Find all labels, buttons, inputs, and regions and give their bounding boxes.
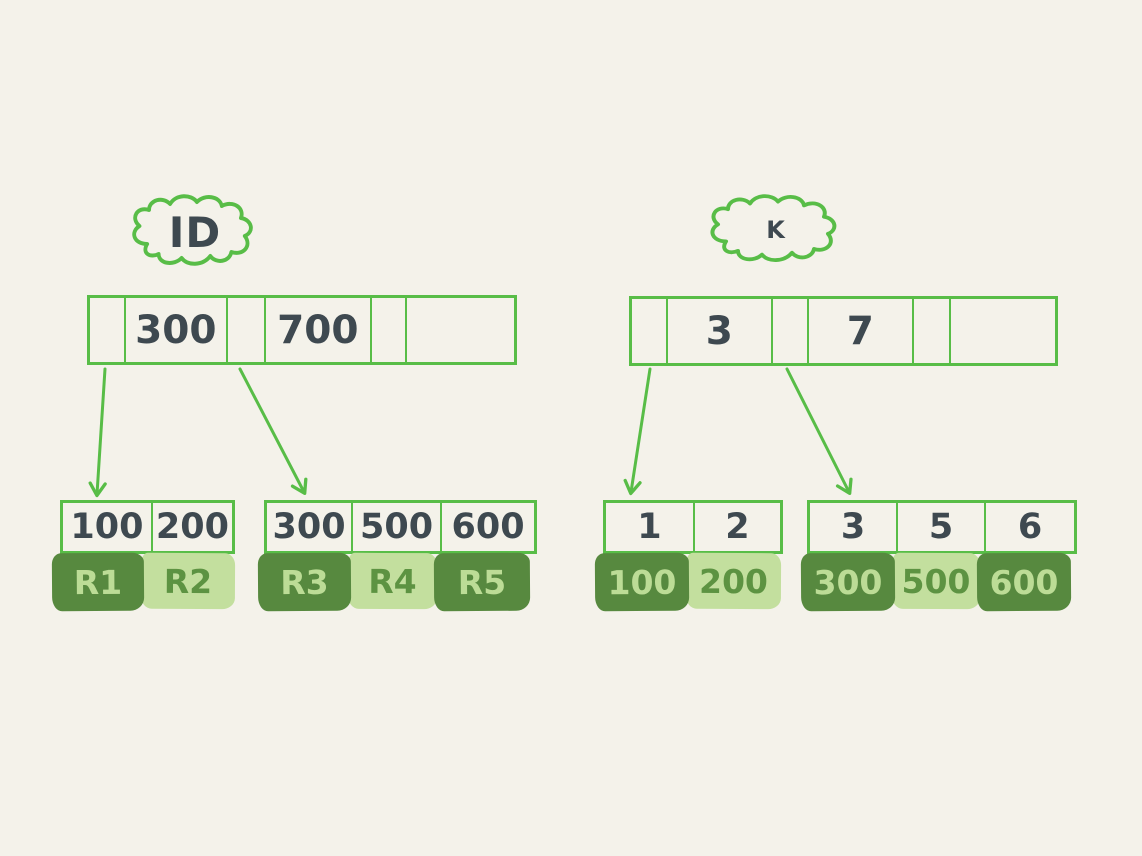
record-block: R3 bbox=[257, 552, 352, 612]
key-cell: 600 bbox=[451, 507, 525, 547]
root-cell: 3 bbox=[668, 299, 774, 363]
id-leaf-node-1: 100 200 bbox=[60, 500, 235, 554]
k-root-node: 3 7 bbox=[629, 296, 1058, 366]
k-cloud-label: K bbox=[766, 216, 786, 244]
record-block: R4 bbox=[347, 552, 438, 610]
k-leaf-node-2: 3 5 6 bbox=[807, 500, 1077, 554]
cloud-icon bbox=[710, 194, 837, 262]
root-cell bbox=[914, 299, 951, 363]
root-cell: 7 bbox=[809, 299, 915, 363]
arrow-id-leaf2 bbox=[238, 367, 308, 495]
record-block: R1 bbox=[51, 552, 145, 612]
cloud-icon bbox=[132, 194, 253, 266]
key-cell: 300 bbox=[267, 503, 354, 551]
arrow-k-leaf2 bbox=[785, 367, 853, 495]
arrow-k-leaf1 bbox=[623, 367, 652, 496]
key-cell: 100 bbox=[63, 503, 153, 551]
id-root-node: 300 700 bbox=[87, 295, 517, 365]
record-block: 500 bbox=[891, 552, 981, 610]
k-leaf-node-1: 1 2 bbox=[603, 500, 783, 554]
record-block: 100 bbox=[594, 552, 690, 612]
root-cell: 700 bbox=[266, 298, 373, 362]
root-cell bbox=[632, 299, 668, 363]
root-cell bbox=[372, 298, 407, 362]
key-cell: 5 bbox=[898, 503, 987, 551]
root-cell bbox=[773, 299, 809, 363]
key-cell: 3 bbox=[810, 503, 899, 551]
k-cloud: K bbox=[706, 194, 846, 266]
record-block: 600 bbox=[976, 552, 1072, 612]
root-cell: 300 bbox=[126, 298, 229, 362]
record-block: R5 bbox=[433, 552, 531, 612]
id-leaf-records-2: R3 R4 R5 bbox=[257, 552, 539, 612]
root-cell bbox=[407, 298, 514, 362]
key-cell: 500 bbox=[353, 503, 443, 551]
record-block: 200 bbox=[685, 552, 782, 610]
root-cell bbox=[228, 298, 266, 362]
id-cloud-label: ID bbox=[168, 207, 222, 257]
key-cell: 1 bbox=[606, 503, 695, 551]
k-leaf-records-2: 300 500 600 bbox=[800, 552, 1080, 612]
id-cloud: ID bbox=[128, 194, 262, 270]
root-cell bbox=[90, 298, 126, 362]
record-block: 300 bbox=[800, 552, 896, 612]
arrow-id-leaf1 bbox=[88, 367, 107, 498]
root-cell bbox=[951, 299, 1055, 363]
id-leaf-node-2: 300 500 600 bbox=[264, 500, 537, 554]
key-cell: 2 bbox=[725, 507, 750, 547]
key-cell: 6 bbox=[1017, 507, 1043, 547]
k-leaf-records-1: 100 200 bbox=[594, 552, 787, 612]
id-leaf-records-1: R1 R2 bbox=[51, 552, 241, 612]
key-cell: 200 bbox=[155, 507, 229, 547]
record-block: R2 bbox=[140, 552, 236, 610]
